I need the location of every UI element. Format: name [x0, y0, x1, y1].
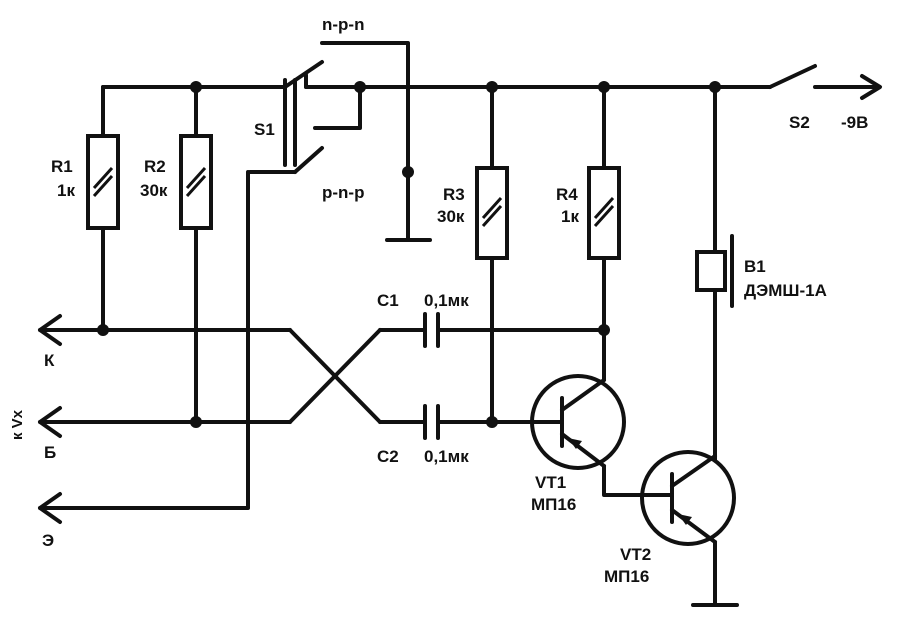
vt1-value: МП16 — [531, 495, 576, 514]
vt2-name: VT2 — [620, 545, 651, 564]
switch-s1 — [248, 41, 432, 242]
r1-value: 1к — [57, 181, 75, 200]
c2-value: 0,1мк — [424, 447, 469, 466]
c1-value: 0,1мк — [424, 291, 469, 310]
capacitor-c2 — [423, 404, 440, 440]
junction-dots — [97, 81, 721, 428]
npn-position-label: n-p-n — [322, 15, 364, 34]
r2-value: 30к — [140, 181, 168, 200]
transistor-vt2 — [638, 450, 739, 607]
resistor-r1 — [86, 85, 120, 332]
r4-value: 1к — [561, 207, 579, 226]
r3-value: 30к — [437, 207, 465, 226]
r3-name: R3 — [443, 185, 465, 204]
terminal-k-label: К — [44, 351, 55, 370]
s2-label: S2 — [789, 113, 810, 132]
b1-name: B1 — [744, 257, 766, 276]
supply-voltage-label: -9В — [841, 113, 868, 132]
r4-name: R4 — [556, 185, 578, 204]
s1-label: S1 — [254, 120, 275, 139]
vt1-name: VT1 — [535, 473, 566, 492]
b1-value: ДЭМШ-1А — [744, 281, 827, 300]
resistor-r4 — [587, 85, 621, 332]
emitter-line — [38, 170, 250, 524]
terminal-group-label: к Vx — [9, 409, 26, 440]
pnp-position-label: p-n-p — [322, 183, 364, 202]
r1-name: R1 — [51, 157, 73, 176]
switch-s2 — [768, 64, 882, 100]
capsule-b1 — [695, 85, 734, 472]
c1-name: C1 — [377, 291, 399, 310]
resistor-r3 — [475, 85, 509, 424]
terminal-b-label: Б — [44, 443, 56, 462]
c2-name: C2 — [377, 447, 399, 466]
capacitor-c1 — [423, 312, 440, 348]
terminal-e-label: Э — [42, 531, 54, 550]
transistor-vt1 — [530, 328, 642, 497]
vt2-value: МП16 — [604, 567, 649, 586]
r2-name: R2 — [144, 157, 166, 176]
resistor-r2 — [179, 85, 213, 424]
